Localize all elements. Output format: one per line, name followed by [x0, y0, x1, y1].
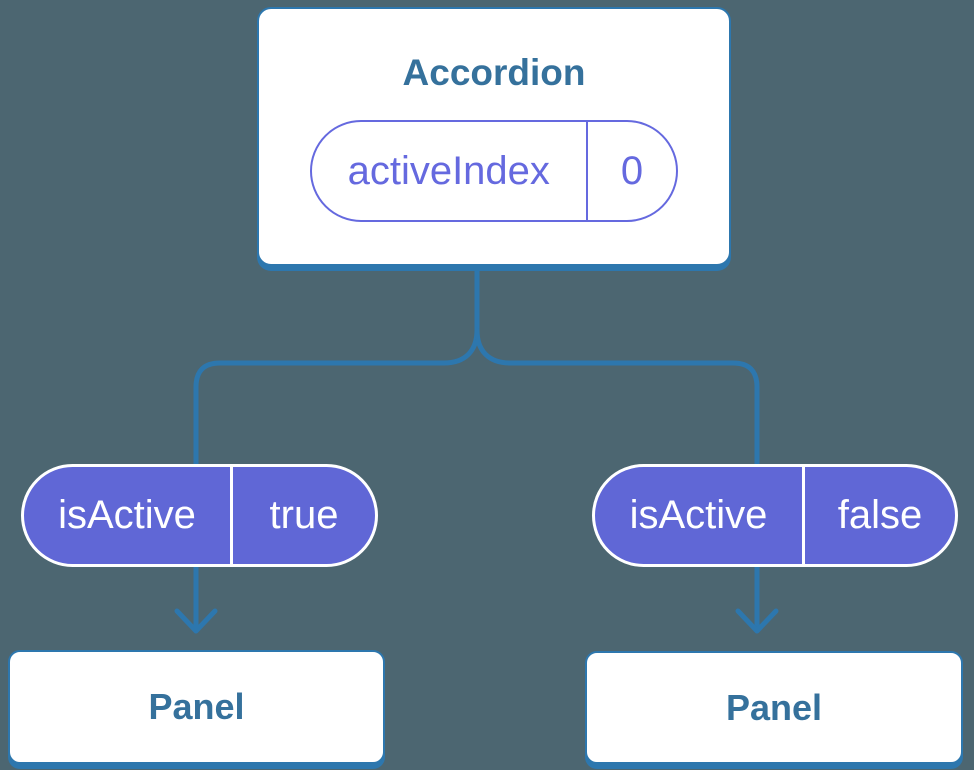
pill-divider [802, 467, 805, 564]
component-title: Accordion [402, 52, 586, 93]
arrow-down-icon [735, 608, 779, 634]
component-title: Panel [725, 686, 823, 728]
connector-right-branch [474, 327, 760, 631]
prop-pill-label: isActive [58, 493, 196, 537]
state-pill-activeindex: activeIndex 0 [310, 120, 678, 222]
arrow-down-icon [174, 608, 218, 634]
connector-left-branch [193, 265, 480, 631]
prop-pill-label: isActive [629, 493, 768, 537]
panel-component-box-left: Panel [8, 650, 385, 764]
state-pill-value: 0 [620, 148, 644, 193]
prop-pill-isactive-false: isActive false [592, 464, 958, 567]
state-pill-label: activeIndex [347, 148, 550, 193]
component-title: Panel [148, 686, 245, 727]
prop-pill-value: true [269, 493, 339, 537]
prop-pill-isactive-true: isActive true [21, 464, 378, 567]
prop-pill-value: false [837, 493, 923, 537]
pill-divider [230, 467, 233, 564]
pill-divider [585, 122, 588, 220]
panel-component-box-right: Panel [585, 651, 963, 764]
accordion-component-box: Accordion activeIndex 0 [257, 7, 731, 266]
